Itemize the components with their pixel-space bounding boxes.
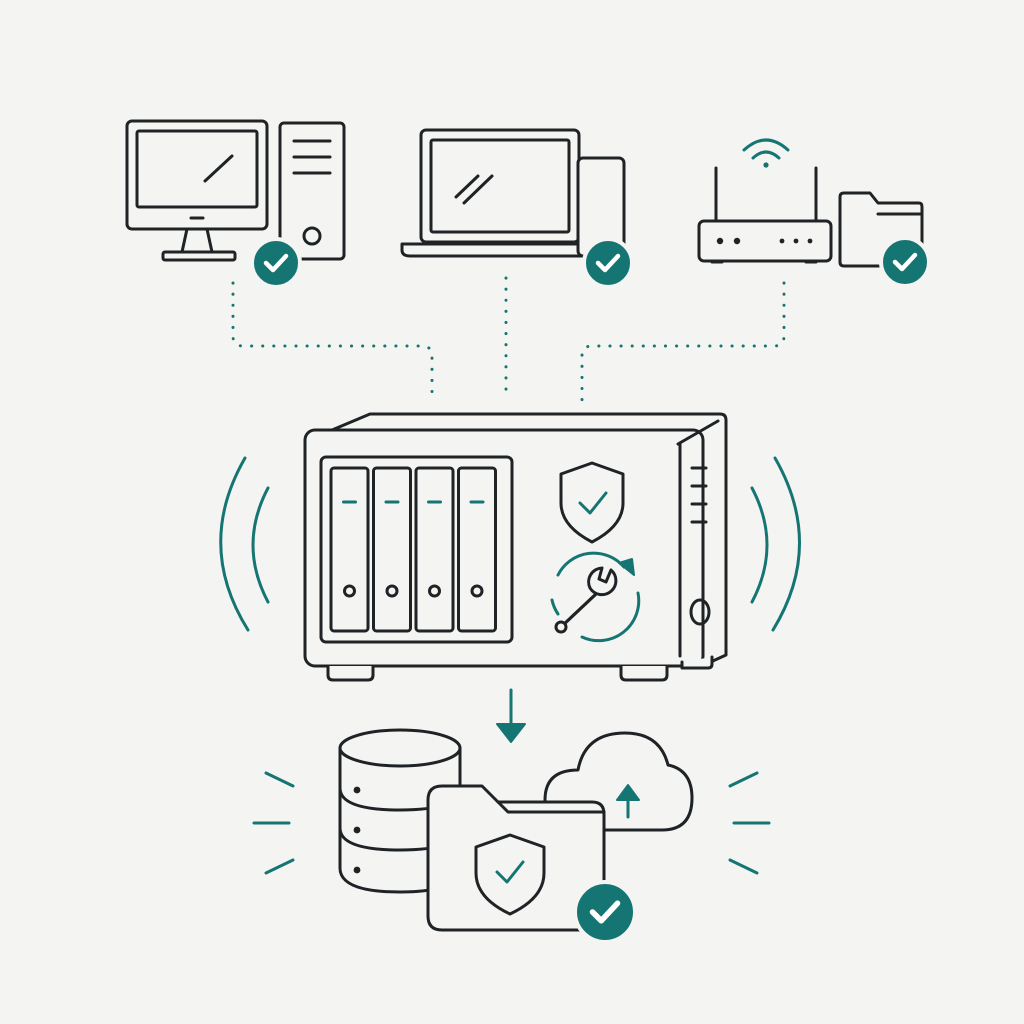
burst-rays-right [728,771,771,875]
desktop-computer-icon [125,119,346,262]
signal-arcs-right [750,456,801,632]
connector-router [580,281,786,402]
secure-folder-icon [426,784,606,932]
drive-bay [414,466,455,633]
drive-bay [372,466,412,633]
signal-arcs-left [219,456,270,632]
nas-drive-bays [329,466,497,633]
shield-check-icon [559,461,625,544]
connector-lines [231,276,786,402]
drive-bay [457,466,497,633]
check-badge-icon [250,237,302,289]
burst-rays-left [252,771,295,875]
connector-desktop [231,281,434,402]
drive-bay [329,466,370,633]
check-badge-icon [879,236,931,288]
check-badge-icon [573,880,637,944]
wifi-router-icon [697,138,833,264]
check-badges [250,236,931,944]
check-badge-icon [582,237,634,289]
wrench-sync-icon [550,551,641,643]
laptop-icon [400,128,600,258]
down-arrow-icon [496,688,526,743]
